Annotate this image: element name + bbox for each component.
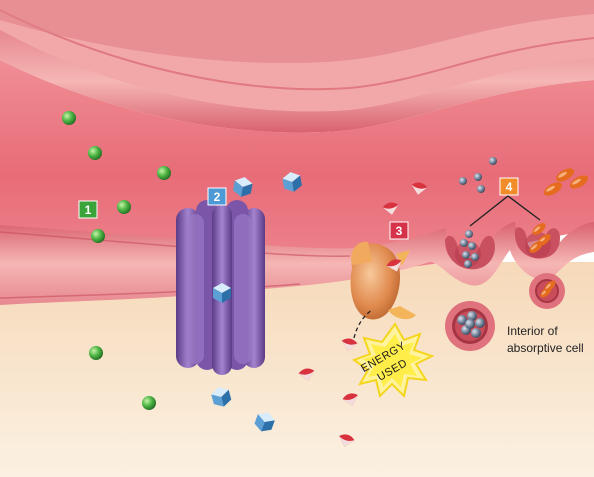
step3-badge: 3	[390, 222, 408, 239]
interior-caption: Interior of absorptive cell	[507, 323, 594, 357]
step1-label: 1	[85, 203, 92, 217]
step4-label: 4	[506, 180, 513, 194]
interior-caption-line1: Interior of	[507, 323, 594, 340]
interior-caption-line2: absorptive cell	[507, 340, 594, 357]
step4-badge: 4	[500, 178, 518, 195]
step2-badge: 2	[208, 188, 226, 205]
step3-label: 3	[396, 224, 403, 238]
step1-badge: 1	[79, 201, 97, 218]
step2-label: 2	[214, 190, 221, 204]
